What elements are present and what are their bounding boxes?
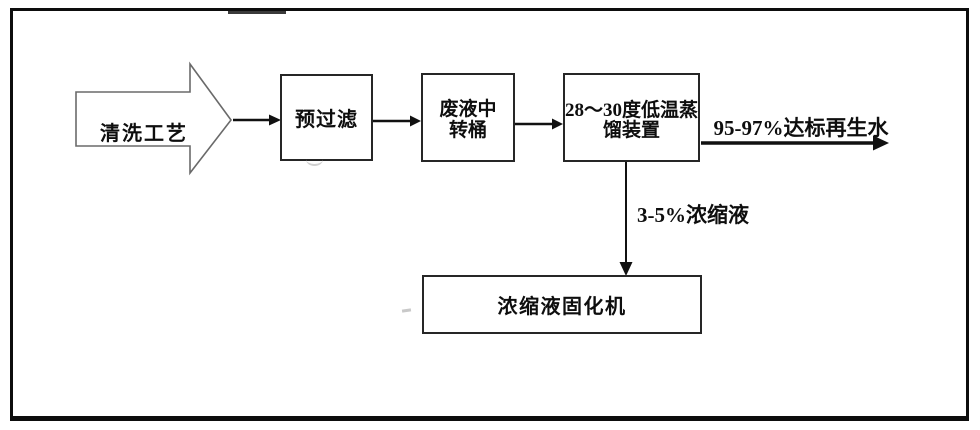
node-distillation-label-line1: 28～30度低温蒸 (565, 99, 699, 121)
node-distillation-label-line2: 馏装置 (602, 119, 660, 141)
arrowhead-icon (619, 262, 633, 276)
node-prefilter-label: 预过滤 (295, 109, 358, 131)
label-reclaimed-water: 95-97%达标再生水 (713, 116, 889, 140)
arrowhead-icon (873, 135, 889, 151)
node-transfer-barrel-label-line2: 转桶 (448, 119, 487, 141)
arrowhead-icon (552, 118, 563, 130)
block-arrow-shape (75, 61, 233, 176)
node-transfer-barrel: 废液中 转桶 (421, 73, 515, 162)
arrowhead-icon (410, 115, 421, 127)
diagram-border (10, 8, 969, 421)
node-solidifier-label: 浓缩液固化机 (497, 296, 627, 318)
node-solidifier: 浓缩液固化机 (422, 275, 702, 334)
scan-artifact (306, 153, 323, 166)
label-concentrate: 3-5%浓缩液 (637, 203, 749, 227)
arrowhead-icon (269, 114, 281, 126)
node-distillation: 28～30度低温蒸 馏装置 (563, 73, 700, 162)
node-transfer-barrel-label-line1: 废液中 (439, 98, 497, 120)
border-artifact (228, 11, 286, 14)
node-cleaning-process-label: 清洗工艺 (100, 123, 188, 145)
node-prefilter: 预过滤 (280, 74, 373, 161)
